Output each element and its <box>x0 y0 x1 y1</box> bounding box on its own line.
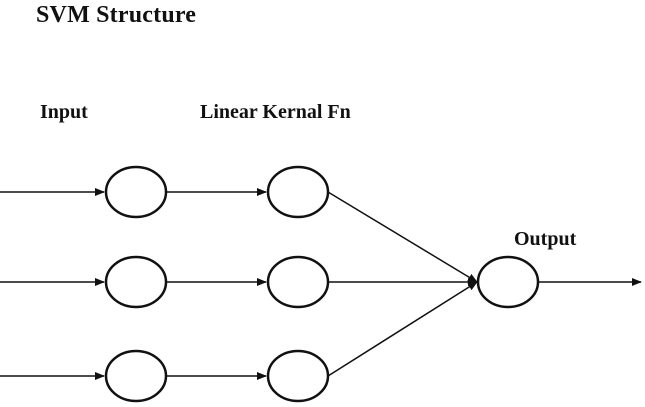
output-node <box>476 255 540 309</box>
kernel-node-2 <box>266 255 330 309</box>
input-node-3 <box>104 349 168 403</box>
kernel-node-1 <box>266 165 330 219</box>
input-node-1 <box>104 165 168 219</box>
kernel-layer-label: Linear Kernal Fn <box>200 101 351 123</box>
output-layer-label: Output <box>514 228 577 250</box>
diagram-title: SVM Structure <box>36 2 197 28</box>
kernel-node-3 <box>266 349 330 403</box>
input-layer-label: Input <box>40 101 88 123</box>
kernel-to-output-arrow-1 <box>327 191 478 283</box>
kernel-to-output-arrow-3 <box>327 281 478 377</box>
input-node-2 <box>104 255 168 309</box>
